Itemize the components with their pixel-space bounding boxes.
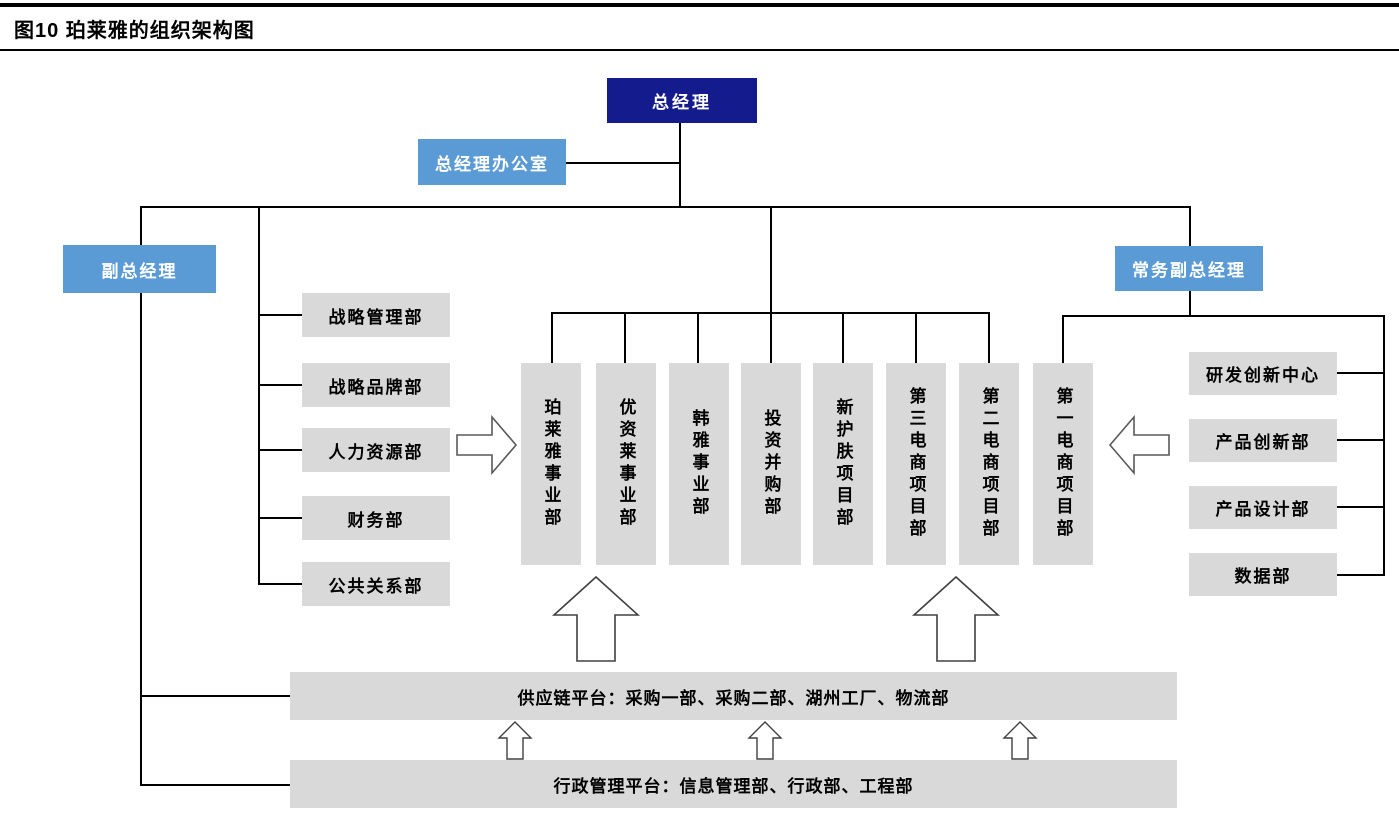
node-label: 人力资源部 (328, 442, 424, 462)
connector-line (140, 206, 142, 786)
connector-line (258, 583, 302, 585)
node-label: 常务副总经理 (1132, 261, 1246, 280)
node-middle-dept: 新护肤项目部 (813, 363, 873, 565)
node-right-dept: 研发创新中心 (1189, 352, 1337, 395)
block-arrow-up-icon (911, 575, 1001, 662)
connector-line (566, 162, 680, 164)
node-label: 总经理办公室 (435, 154, 549, 174)
supply-chain-platform-bar: 供应链平台：采购一部、采购二部、湖州工厂、物流部 (290, 672, 1177, 720)
node-left-dept: 战略品牌部 (302, 363, 450, 407)
node-label: 数据部 (1234, 567, 1292, 586)
connector-line (1337, 574, 1385, 576)
node-label: 副总经理 (101, 261, 178, 281)
platform-label: 行政管理平台：信息管理部、行政部、工程部 (553, 776, 914, 796)
node-label: 产品设计部 (1215, 500, 1311, 519)
node-middle-dept: 韩雅事业部 (669, 363, 729, 565)
connector-line (1383, 315, 1385, 576)
block-arrow-up-icon (497, 721, 533, 760)
title-divider-rule (0, 49, 1399, 51)
node-label: 公共关系部 (328, 576, 424, 596)
connector-line (770, 206, 772, 314)
node-label: 战略管理部 (328, 307, 424, 327)
node-left-dept: 公共关系部 (302, 562, 450, 606)
node-middle-dept: 投资并购部 (741, 363, 801, 565)
top-rule-thick (0, 3, 1399, 7)
connector-line (1062, 315, 1385, 317)
node-middle-dept: 珀莱雅事业部 (521, 363, 581, 565)
admin-platform-bar: 行政管理平台：信息管理部、行政部、工程部 (290, 760, 1177, 808)
connector-line (1062, 315, 1064, 363)
connector-line (1189, 291, 1191, 317)
block-arrow-right-icon (456, 414, 518, 476)
connector-line (770, 312, 772, 363)
node-deputy-gm: 副总经理 (63, 245, 216, 293)
block-arrow-up-icon (747, 721, 783, 760)
connector-line (258, 517, 302, 519)
connector-line (258, 314, 302, 316)
node-label: 第二电商项目部 (979, 387, 999, 541)
connector-line (1337, 439, 1385, 441)
node-label: 优资莱事业部 (616, 398, 636, 530)
connector-line (679, 123, 681, 208)
node-label: 战略品牌部 (328, 377, 424, 397)
node-gm-office: 总经理办公室 (418, 139, 566, 185)
node-general-manager: 总经理 (607, 78, 757, 123)
node-label: 财务部 (347, 510, 405, 530)
node-label: 新护肤项目部 (833, 398, 853, 530)
node-label: 珀莱雅事业部 (541, 398, 561, 530)
connector-line (551, 312, 553, 363)
connector-line (1189, 206, 1191, 246)
node-label: 产品创新部 (1215, 433, 1311, 452)
node-left-dept: 人力资源部 (302, 428, 450, 472)
node-executive-deputy-gm: 常务副总经理 (1115, 246, 1263, 291)
connector-line (140, 784, 292, 786)
node-label: 研发创新中心 (1206, 366, 1320, 385)
block-arrow-left-icon (1108, 414, 1170, 476)
connector-line (1337, 372, 1385, 374)
connector-line (258, 449, 302, 451)
connector-line (258, 384, 302, 386)
node-label: 投资并购部 (761, 409, 781, 519)
node-middle-dept: 第三电商项目部 (886, 363, 946, 565)
connector-line (697, 312, 699, 363)
connector-line (140, 206, 1191, 208)
connector-line (915, 312, 917, 363)
connector-line (140, 695, 290, 697)
node-right-dept: 产品创新部 (1189, 419, 1337, 462)
node-right-dept: 产品设计部 (1189, 486, 1337, 529)
connector-line (258, 206, 260, 585)
node-left-dept: 财务部 (302, 496, 450, 540)
connector-line (1337, 506, 1385, 508)
node-middle-dept: 第二电商项目部 (959, 363, 1019, 565)
node-left-dept: 战略管理部 (302, 293, 450, 337)
node-middle-dept: 第一电商项目部 (1033, 363, 1093, 565)
node-middle-dept: 优资莱事业部 (596, 363, 656, 565)
connector-line (624, 312, 626, 363)
node-label: 总经理 (652, 93, 712, 112)
node-right-dept: 数据部 (1189, 553, 1337, 596)
figure-title: 图10 珀莱雅的组织架构图 (14, 20, 255, 42)
node-label: 第一电商项目部 (1053, 387, 1073, 541)
block-arrow-up-icon (1002, 721, 1038, 760)
block-arrow-up-icon (551, 575, 641, 662)
connector-line (842, 312, 844, 363)
node-label: 第三电商项目部 (906, 387, 926, 541)
node-label: 韩雅事业部 (689, 409, 709, 519)
platform-label: 供应链平台：采购一部、采购二部、湖州工厂、物流部 (517, 688, 950, 708)
connector-line (988, 312, 990, 363)
